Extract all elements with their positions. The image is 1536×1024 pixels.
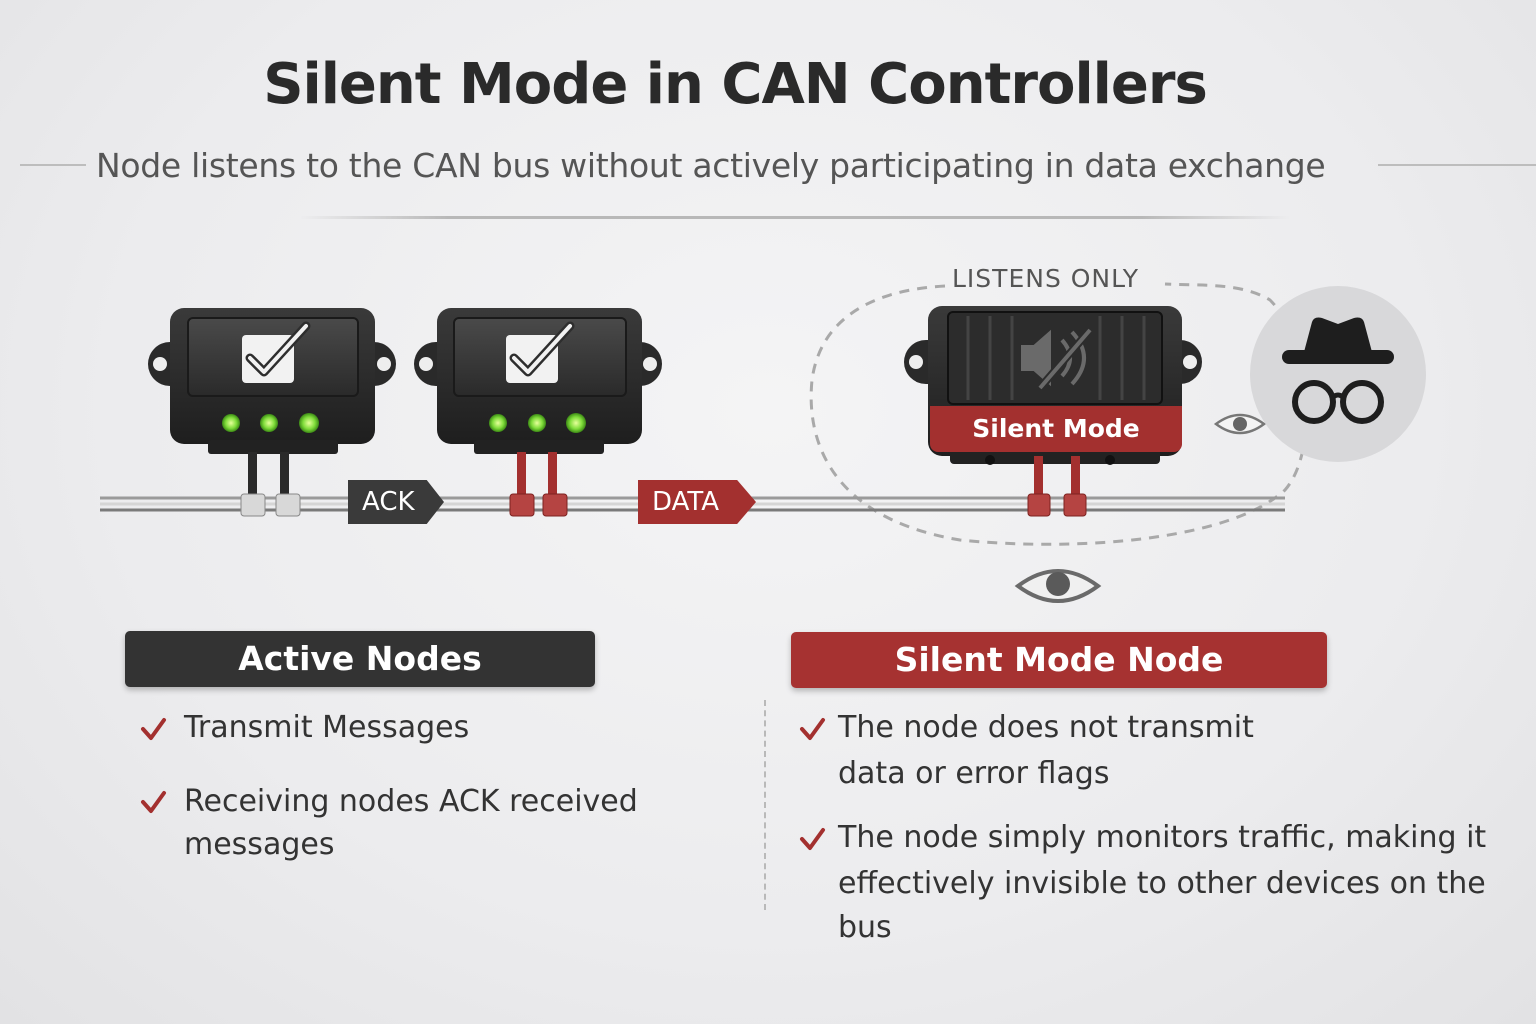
list-item: The node does not transmit xyxy=(838,710,1254,745)
active-node-1 xyxy=(148,308,396,517)
ack-tag: ACK xyxy=(348,480,444,524)
eye-icon xyxy=(1213,413,1267,435)
subtitle-rule-right xyxy=(1378,164,1536,166)
column-divider xyxy=(764,700,766,910)
silent-node-header: Silent Mode Node xyxy=(791,632,1327,688)
eye-icon xyxy=(1014,569,1102,603)
data-tag: DATA xyxy=(638,480,756,524)
page-title: Silent Mode in CAN Controllers xyxy=(263,52,1208,117)
subtitle-row: Node listens to the CAN bus without acti… xyxy=(0,140,1536,190)
list-item: effectively invisible to other devices o… xyxy=(838,866,1486,945)
subtitle: Node listens to the CAN bus without acti… xyxy=(96,146,1326,185)
checkbox-icon xyxy=(506,321,575,383)
listens-only-boundary xyxy=(809,282,1308,546)
active-nodes-header: Active Nodes xyxy=(125,631,595,687)
active-node-2 xyxy=(414,308,662,517)
list-item: The node simply monitors traffic, making… xyxy=(838,820,1487,855)
silent-mode-badge: Silent Mode xyxy=(930,406,1182,452)
header-divider xyxy=(300,216,1290,219)
checkbox-icon xyxy=(242,321,311,383)
listens-only-label: LISTENS ONLY xyxy=(952,264,1140,293)
list-item: data or error flags xyxy=(838,756,1110,791)
list-item: messages xyxy=(184,827,335,862)
incognito-icon xyxy=(1250,286,1426,462)
check-icon xyxy=(141,718,825,850)
mute-speaker-icon xyxy=(1021,327,1094,391)
list-item: Receiving nodes ACK received xyxy=(184,784,638,819)
subtitle-rule-left xyxy=(20,164,86,166)
list-item: Transmit Messages xyxy=(184,710,470,745)
